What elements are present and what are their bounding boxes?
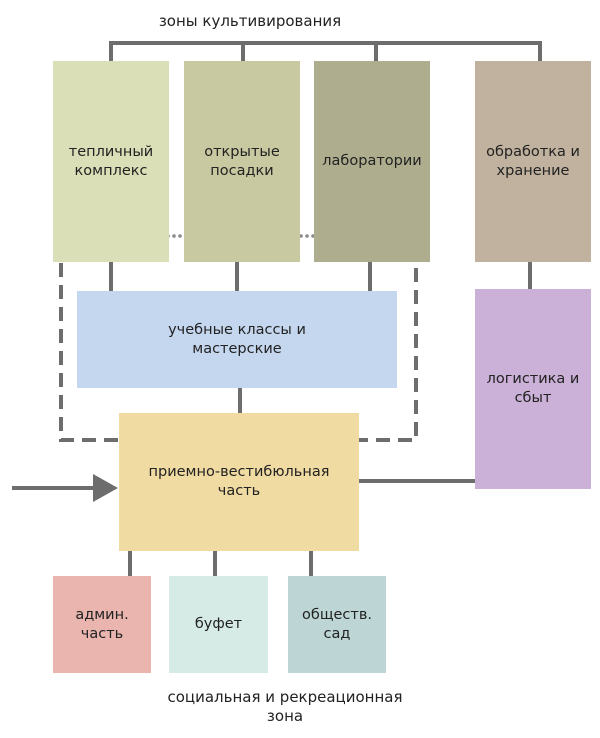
box-open-planting: открытые посадки	[184, 61, 300, 262]
box-logistics: логистика и сбыт	[475, 289, 591, 489]
box-label: сбыт	[514, 390, 552, 406]
box-label: сад	[323, 625, 351, 642]
entrance-arrow-head	[93, 474, 118, 502]
top-bracket	[109, 41, 542, 62]
box-admin: админ. часть	[53, 576, 151, 673]
box-label: открытые	[204, 143, 280, 160]
box-label: часть	[217, 483, 261, 499]
box-label: лаборатории	[322, 153, 422, 169]
box-classes: учебные классы и мастерские	[77, 291, 397, 388]
dashed-link-left	[59, 263, 118, 442]
label-line: социальная и рекреационная	[167, 688, 403, 706]
box-label: обработка и	[486, 143, 580, 160]
box-label: посадки	[210, 162, 274, 179]
box-label: часть	[80, 625, 124, 642]
box-label: учебные классы и	[168, 321, 306, 338]
label-line: зона	[266, 707, 304, 725]
box-reception: приемно-вестибюльная часть	[119, 413, 359, 551]
box-processing: обработка и хранение	[475, 61, 591, 262]
box-label: приемно-вестибюльная	[148, 464, 330, 480]
dashed-link-right	[358, 268, 418, 442]
box-label: тепличный	[68, 143, 154, 160]
box-label: логистика и	[486, 371, 580, 387]
box-garden: обществ. сад	[288, 576, 386, 673]
box-label: админ.	[75, 606, 129, 623]
box-label: буфет	[194, 616, 243, 632]
box-labs: лаборатории	[314, 61, 430, 262]
box-label: хранение	[496, 162, 570, 179]
box-label: мастерские	[192, 340, 282, 357]
box-buffet: буфет	[169, 576, 268, 673]
box-label: обществ.	[302, 606, 372, 623]
box-label: комплекс	[74, 162, 148, 179]
cultivation-zones-label: зоны культивирования	[158, 12, 342, 30]
box-greenhouse: тепличный комплекс	[53, 61, 169, 262]
